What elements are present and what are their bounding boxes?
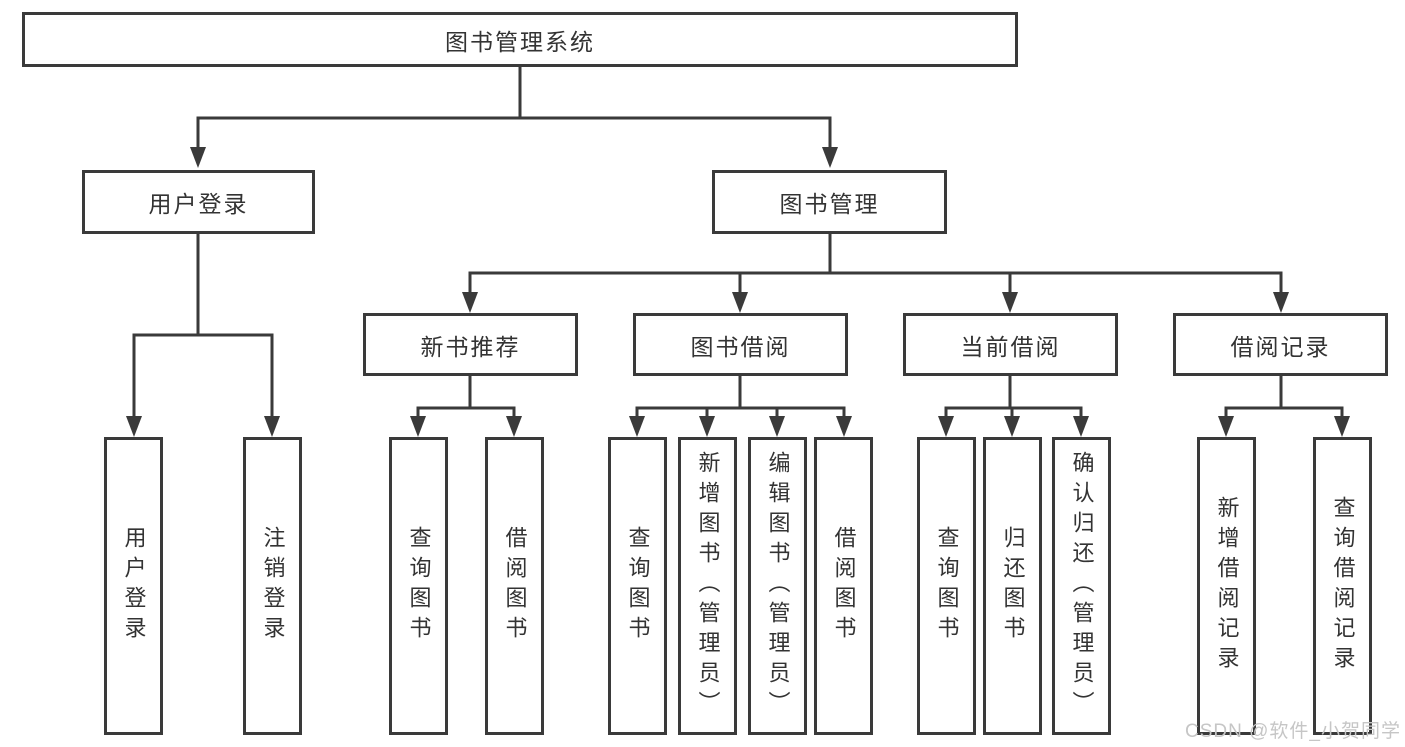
leaf-current-query-books-label: 查询图书 <box>934 526 960 646</box>
leaf-newbook-query-books-label: 查询图书 <box>406 526 432 646</box>
leaf-current-query-books: 查询图书 <box>917 437 976 735</box>
leaf-edit-books-admin-label: 编辑图书（管理员） <box>765 451 791 721</box>
leaf-newbook-borrow-books: 借阅图书 <box>485 437 544 735</box>
node-user-login: 用户登录 <box>82 170 315 234</box>
connector-newbook-to-leaves <box>410 374 522 437</box>
leaf-borrow-borrow-books: 借阅图书 <box>814 437 873 735</box>
leaf-newbook-borrow-books-label: 借阅图书 <box>502 526 528 646</box>
leaf-borrow-query-books: 查询图书 <box>608 437 667 735</box>
leaf-return-books-label: 归还图书 <box>1000 526 1026 646</box>
leaf-borrow-borrow-books-label: 借阅图书 <box>831 526 857 646</box>
leaf-query-borrow-record-label: 查询借阅记录 <box>1330 496 1356 676</box>
node-book-management: 图书管理 <box>712 170 947 234</box>
connector-currentborrow-to-leaves <box>938 374 1089 437</box>
node-book-borrow: 图书借阅 <box>633 313 848 376</box>
node-library-management-system: 图书管理系统 <box>22 12 1018 67</box>
csdn-watermark: CSDN @软件_小贺同学 <box>1185 721 1401 742</box>
leaf-user-login: 用户登录 <box>104 437 163 735</box>
leaf-user-login-label: 用户登录 <box>121 526 147 646</box>
leaf-borrow-query-books-label: 查询图书 <box>625 526 651 646</box>
connector-userlogin-to-leaves <box>126 232 280 437</box>
leaf-return-books: 归还图书 <box>983 437 1042 735</box>
connector-root-to-level2 <box>190 65 838 168</box>
leaf-add-borrow-record: 新增借阅记录 <box>1197 437 1256 735</box>
node-current-borrow: 当前借阅 <box>903 313 1118 376</box>
leaf-confirm-return-admin-label: 确认归还（管理员） <box>1069 451 1095 721</box>
node-new-book-recommend: 新书推荐 <box>363 313 578 376</box>
leaf-logout-label: 注销登录 <box>260 526 286 646</box>
connector-records-to-leaves <box>1218 374 1350 437</box>
leaf-add-books-admin-label: 新增图书（管理员） <box>695 451 721 721</box>
leaf-edit-books-admin: 编辑图书（管理员） <box>748 437 807 735</box>
leaf-confirm-return-admin: 确认归还（管理员） <box>1052 437 1111 735</box>
leaf-logout: 注销登录 <box>243 437 302 735</box>
leaf-query-borrow-record: 查询借阅记录 <box>1313 437 1372 735</box>
connector-bookmgmt-to-level3 <box>462 232 1289 313</box>
leaf-add-books-admin: 新增图书（管理员） <box>678 437 737 735</box>
connector-bookborrow-to-leaves <box>629 374 852 437</box>
leaf-newbook-query-books: 查询图书 <box>389 437 448 735</box>
node-borrow-records: 借阅记录 <box>1173 313 1388 376</box>
leaf-add-borrow-record-label: 新增借阅记录 <box>1214 496 1240 676</box>
